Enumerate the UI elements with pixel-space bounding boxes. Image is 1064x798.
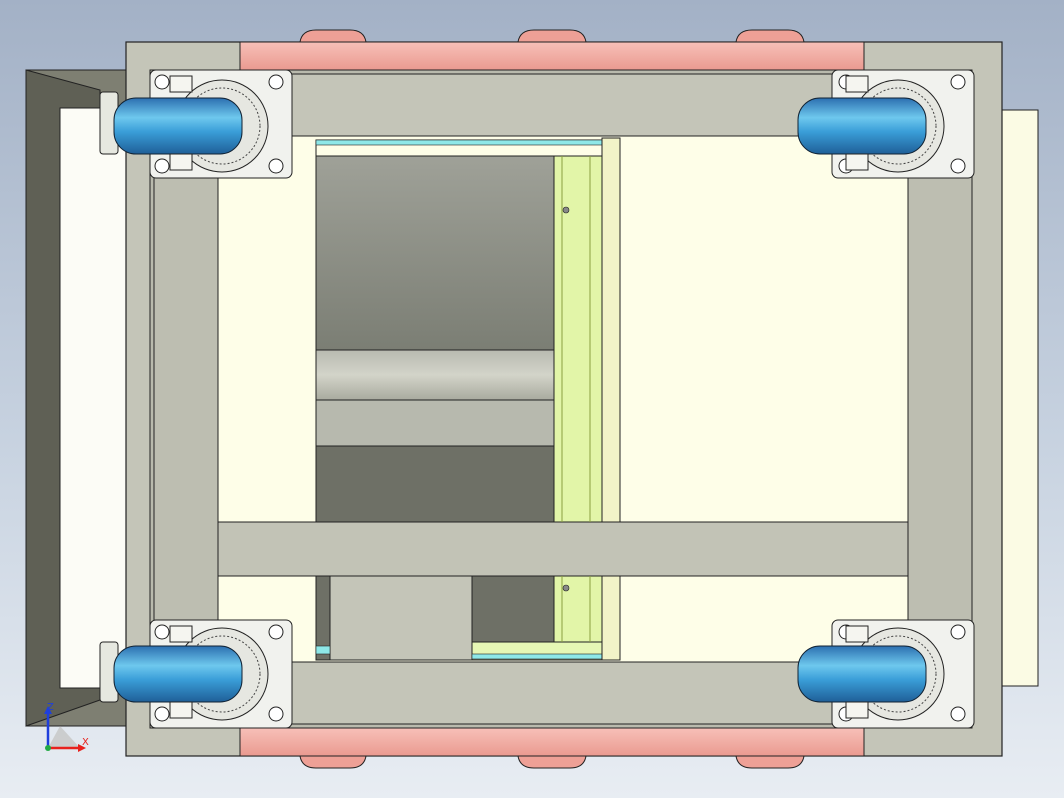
left-chute [25,69,127,727]
inner-mechanism [315,139,603,661]
z-axis-label: Z [47,702,54,713]
caster-bottom-left [99,619,293,729]
bottom-bumper [239,727,865,769]
guide-rail [553,137,621,661]
top-bumper [239,29,865,71]
caster-bottom-right [797,619,975,729]
caster-top-left [99,69,293,179]
caster-top-right [797,69,975,179]
orientation-triad: X Z [44,702,89,752]
x-axis-label: X [82,737,89,748]
